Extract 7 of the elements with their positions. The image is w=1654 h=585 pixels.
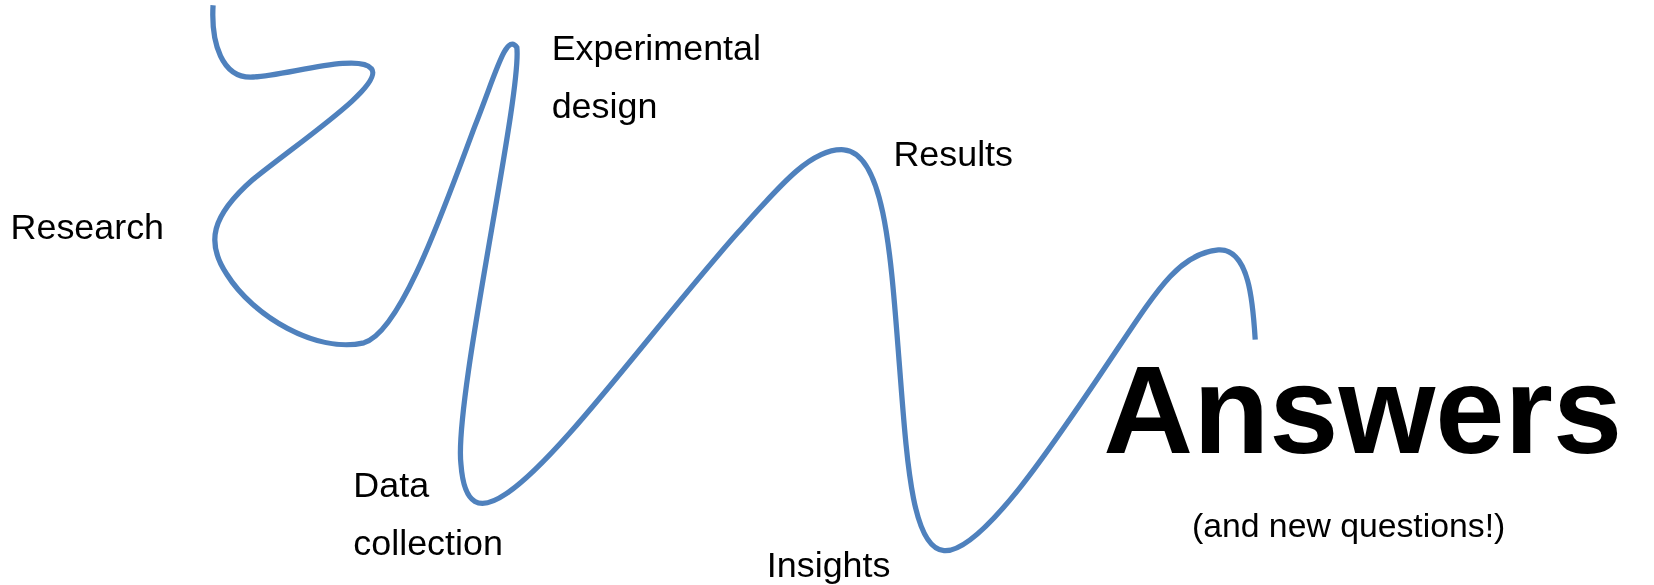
step-label: Experimental design [551,27,761,126]
step-label: Data collection [353,464,503,563]
step-label: Research [10,206,165,247]
step-label: Insights [766,544,891,585]
step-label: Results [893,132,1013,173]
note-text: (and new questions!) [1191,506,1506,545]
answer-heading: Answers [1103,339,1623,479]
